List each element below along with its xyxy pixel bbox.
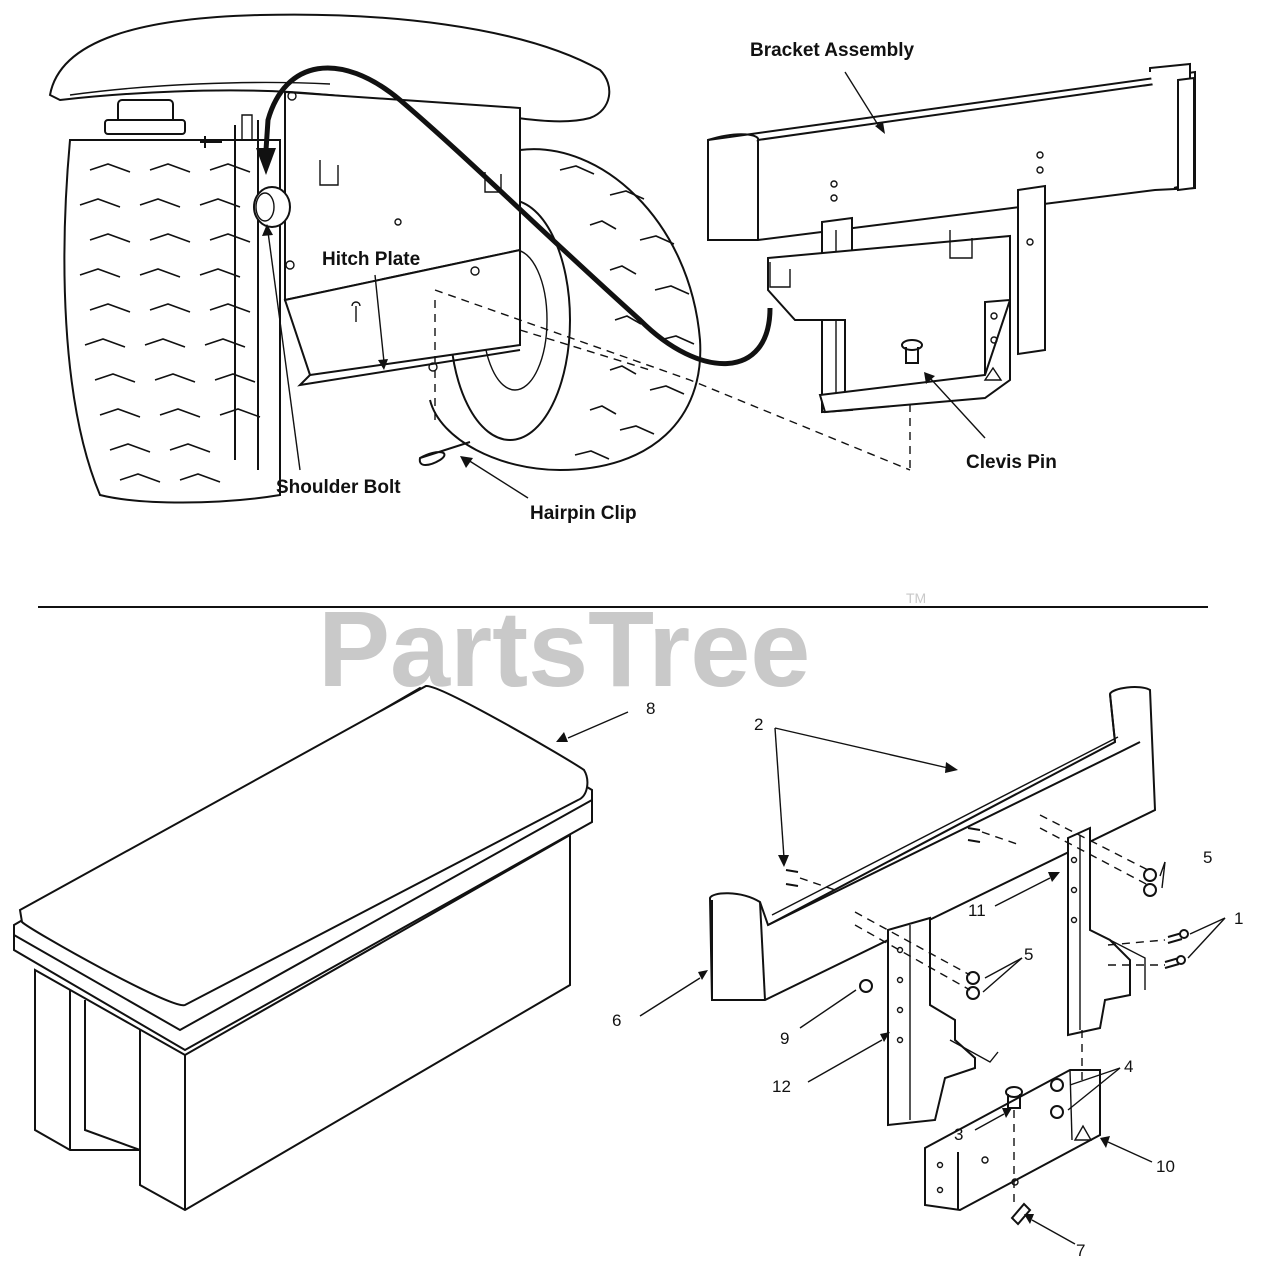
routing-arrowhead-icon bbox=[256, 148, 276, 175]
label-bracket-assembly: Bracket Assembly bbox=[750, 40, 914, 61]
hairpin-clip-icon bbox=[418, 441, 471, 466]
part-number-5a: 5 bbox=[1203, 848, 1212, 867]
part-number-10: 10 bbox=[1156, 1157, 1175, 1176]
storage-box-illustration bbox=[13, 685, 593, 1212]
label-hitch-plate: Hitch Plate bbox=[322, 249, 420, 270]
part-number-4: 4 bbox=[1124, 1057, 1133, 1076]
label-clevis-pin: Clevis Pin bbox=[966, 452, 1057, 473]
exploded-bracket-illustration bbox=[708, 686, 1189, 1226]
label-hairpin-clip: Hairpin Clip bbox=[530, 503, 637, 524]
part-number-3: 3 bbox=[954, 1125, 963, 1144]
part-number-9: 9 bbox=[780, 1029, 789, 1048]
tractor-illustration bbox=[48, 13, 702, 504]
part-number-5b: 5 bbox=[1024, 945, 1033, 964]
watermark-trademark: TM bbox=[906, 590, 926, 606]
part-number-12: 12 bbox=[772, 1077, 791, 1096]
part-number-8: 8 bbox=[646, 699, 655, 718]
label-shoulder-bolt: Shoulder Bolt bbox=[276, 477, 401, 498]
watermark-text: PartsTree bbox=[318, 588, 810, 709]
bracket-assembly-illustration bbox=[707, 62, 1196, 414]
part-number-11: 11 bbox=[968, 901, 986, 920]
part-number-2: 2 bbox=[754, 715, 763, 734]
part-number-1: 1 bbox=[1234, 909, 1243, 928]
part-number-6: 6 bbox=[612, 1011, 621, 1030]
part-number-7: 7 bbox=[1076, 1241, 1085, 1260]
